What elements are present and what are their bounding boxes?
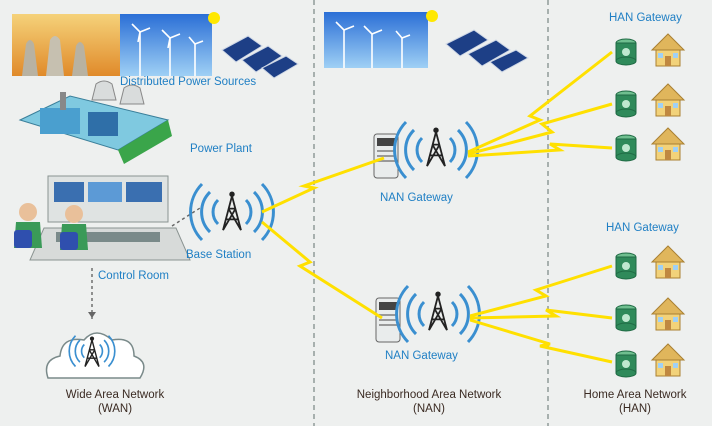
zone-title-nan: Neighborhood Area Network bbox=[356, 389, 502, 401]
solar-panels-icon bbox=[221, 35, 299, 79]
nan-gateway-bottom-icon bbox=[375, 284, 481, 344]
nan-gateway-top-icon bbox=[373, 120, 479, 180]
label-power-plant: Power Plant bbox=[190, 143, 253, 155]
zone-label-wan: Wide Area Network (WAN) bbox=[40, 388, 190, 416]
zone-title-han: Home Area Network bbox=[583, 389, 687, 401]
sun-icon bbox=[426, 10, 438, 22]
wan-cloud-icon bbox=[45, 332, 145, 379]
sun-icon bbox=[208, 12, 220, 24]
label-nan-gateway-bottom: NAN Gateway bbox=[385, 350, 458, 362]
arrow-down-icon bbox=[88, 312, 96, 318]
power-plant-image bbox=[18, 80, 172, 164]
label-nan-gateway-top: NAN Gateway bbox=[380, 192, 453, 204]
nan-distributed-sources-image bbox=[324, 10, 529, 73]
han-group-bottom bbox=[615, 245, 685, 378]
wireless-links bbox=[261, 50, 613, 364]
han-group-top bbox=[615, 33, 685, 162]
link-control-base bbox=[171, 207, 201, 227]
distributed-power-sources-image bbox=[12, 12, 299, 79]
control-room-image bbox=[14, 175, 191, 261]
base-station-icon bbox=[189, 182, 275, 242]
zone-label-han: Home Area Network (HAN) bbox=[560, 388, 710, 416]
zone-label-nan: Neighborhood Area Network (NAN) bbox=[324, 388, 534, 416]
zone-abbr-han: (HAN) bbox=[619, 403, 651, 415]
label-distributed-power-sources: Distributed Power Sources bbox=[120, 76, 257, 88]
label-base-station: Base Station bbox=[186, 249, 252, 261]
label-han-gateway-top: HAN Gateway bbox=[609, 12, 682, 24]
zone-title-wan: Wide Area Network bbox=[65, 389, 165, 401]
zone-abbr-nan: (NAN) bbox=[413, 403, 445, 415]
label-han-gateway-bottom: HAN Gateway bbox=[606, 222, 679, 234]
zone-abbr-wan: (WAN) bbox=[97, 403, 133, 415]
label-control-room: Control Room bbox=[98, 270, 169, 282]
